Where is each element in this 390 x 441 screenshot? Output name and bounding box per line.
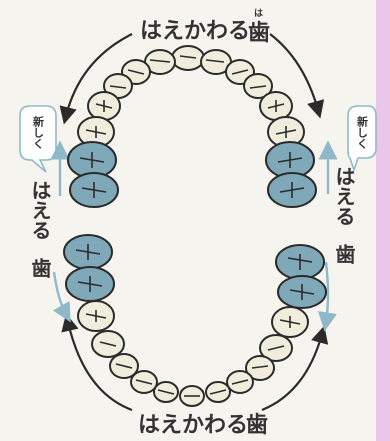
left-new-tooth-label: はえる	[28, 180, 52, 240]
top-right-arrow	[269, 33, 325, 119]
right-bubble: 新しく	[347, 105, 377, 173]
right-new-tooth-label: はえる	[332, 166, 356, 226]
left-bubble: 新しく	[19, 105, 57, 173]
left-lower-light-arrow	[52, 271, 71, 323]
top-left-arrow	[59, 33, 133, 125]
right-lower-light-arrow	[317, 261, 337, 332]
top-replace-label: はえかわる	[140, 19, 250, 44]
top-tooth-kanji: 歯	[248, 20, 270, 46]
bottom-left-arrow	[61, 313, 133, 412]
bottom-replace-label: はえかわる	[138, 413, 248, 438]
top-tooth-reading: は	[254, 8, 263, 19]
tooth-upper-baby	[171, 45, 205, 71]
bottom-tooth-kanji: 歯	[246, 412, 268, 438]
right-tooth-kanji: 歯	[332, 243, 356, 265]
lower-arch	[63, 234, 327, 407]
right-bubble-text: 新しく	[356, 115, 369, 149]
upper-arch	[67, 45, 317, 208]
accent-strip	[376, 0, 390, 441]
tooth-upper-baby	[243, 73, 273, 99]
bottom-right-arrow	[261, 325, 329, 412]
tooth-lower-baby	[245, 355, 275, 381]
tooth-marks	[75, 55, 315, 397]
left-tooth-kanji: 歯	[28, 257, 52, 279]
left-bubble-text: 新しく	[32, 115, 45, 149]
